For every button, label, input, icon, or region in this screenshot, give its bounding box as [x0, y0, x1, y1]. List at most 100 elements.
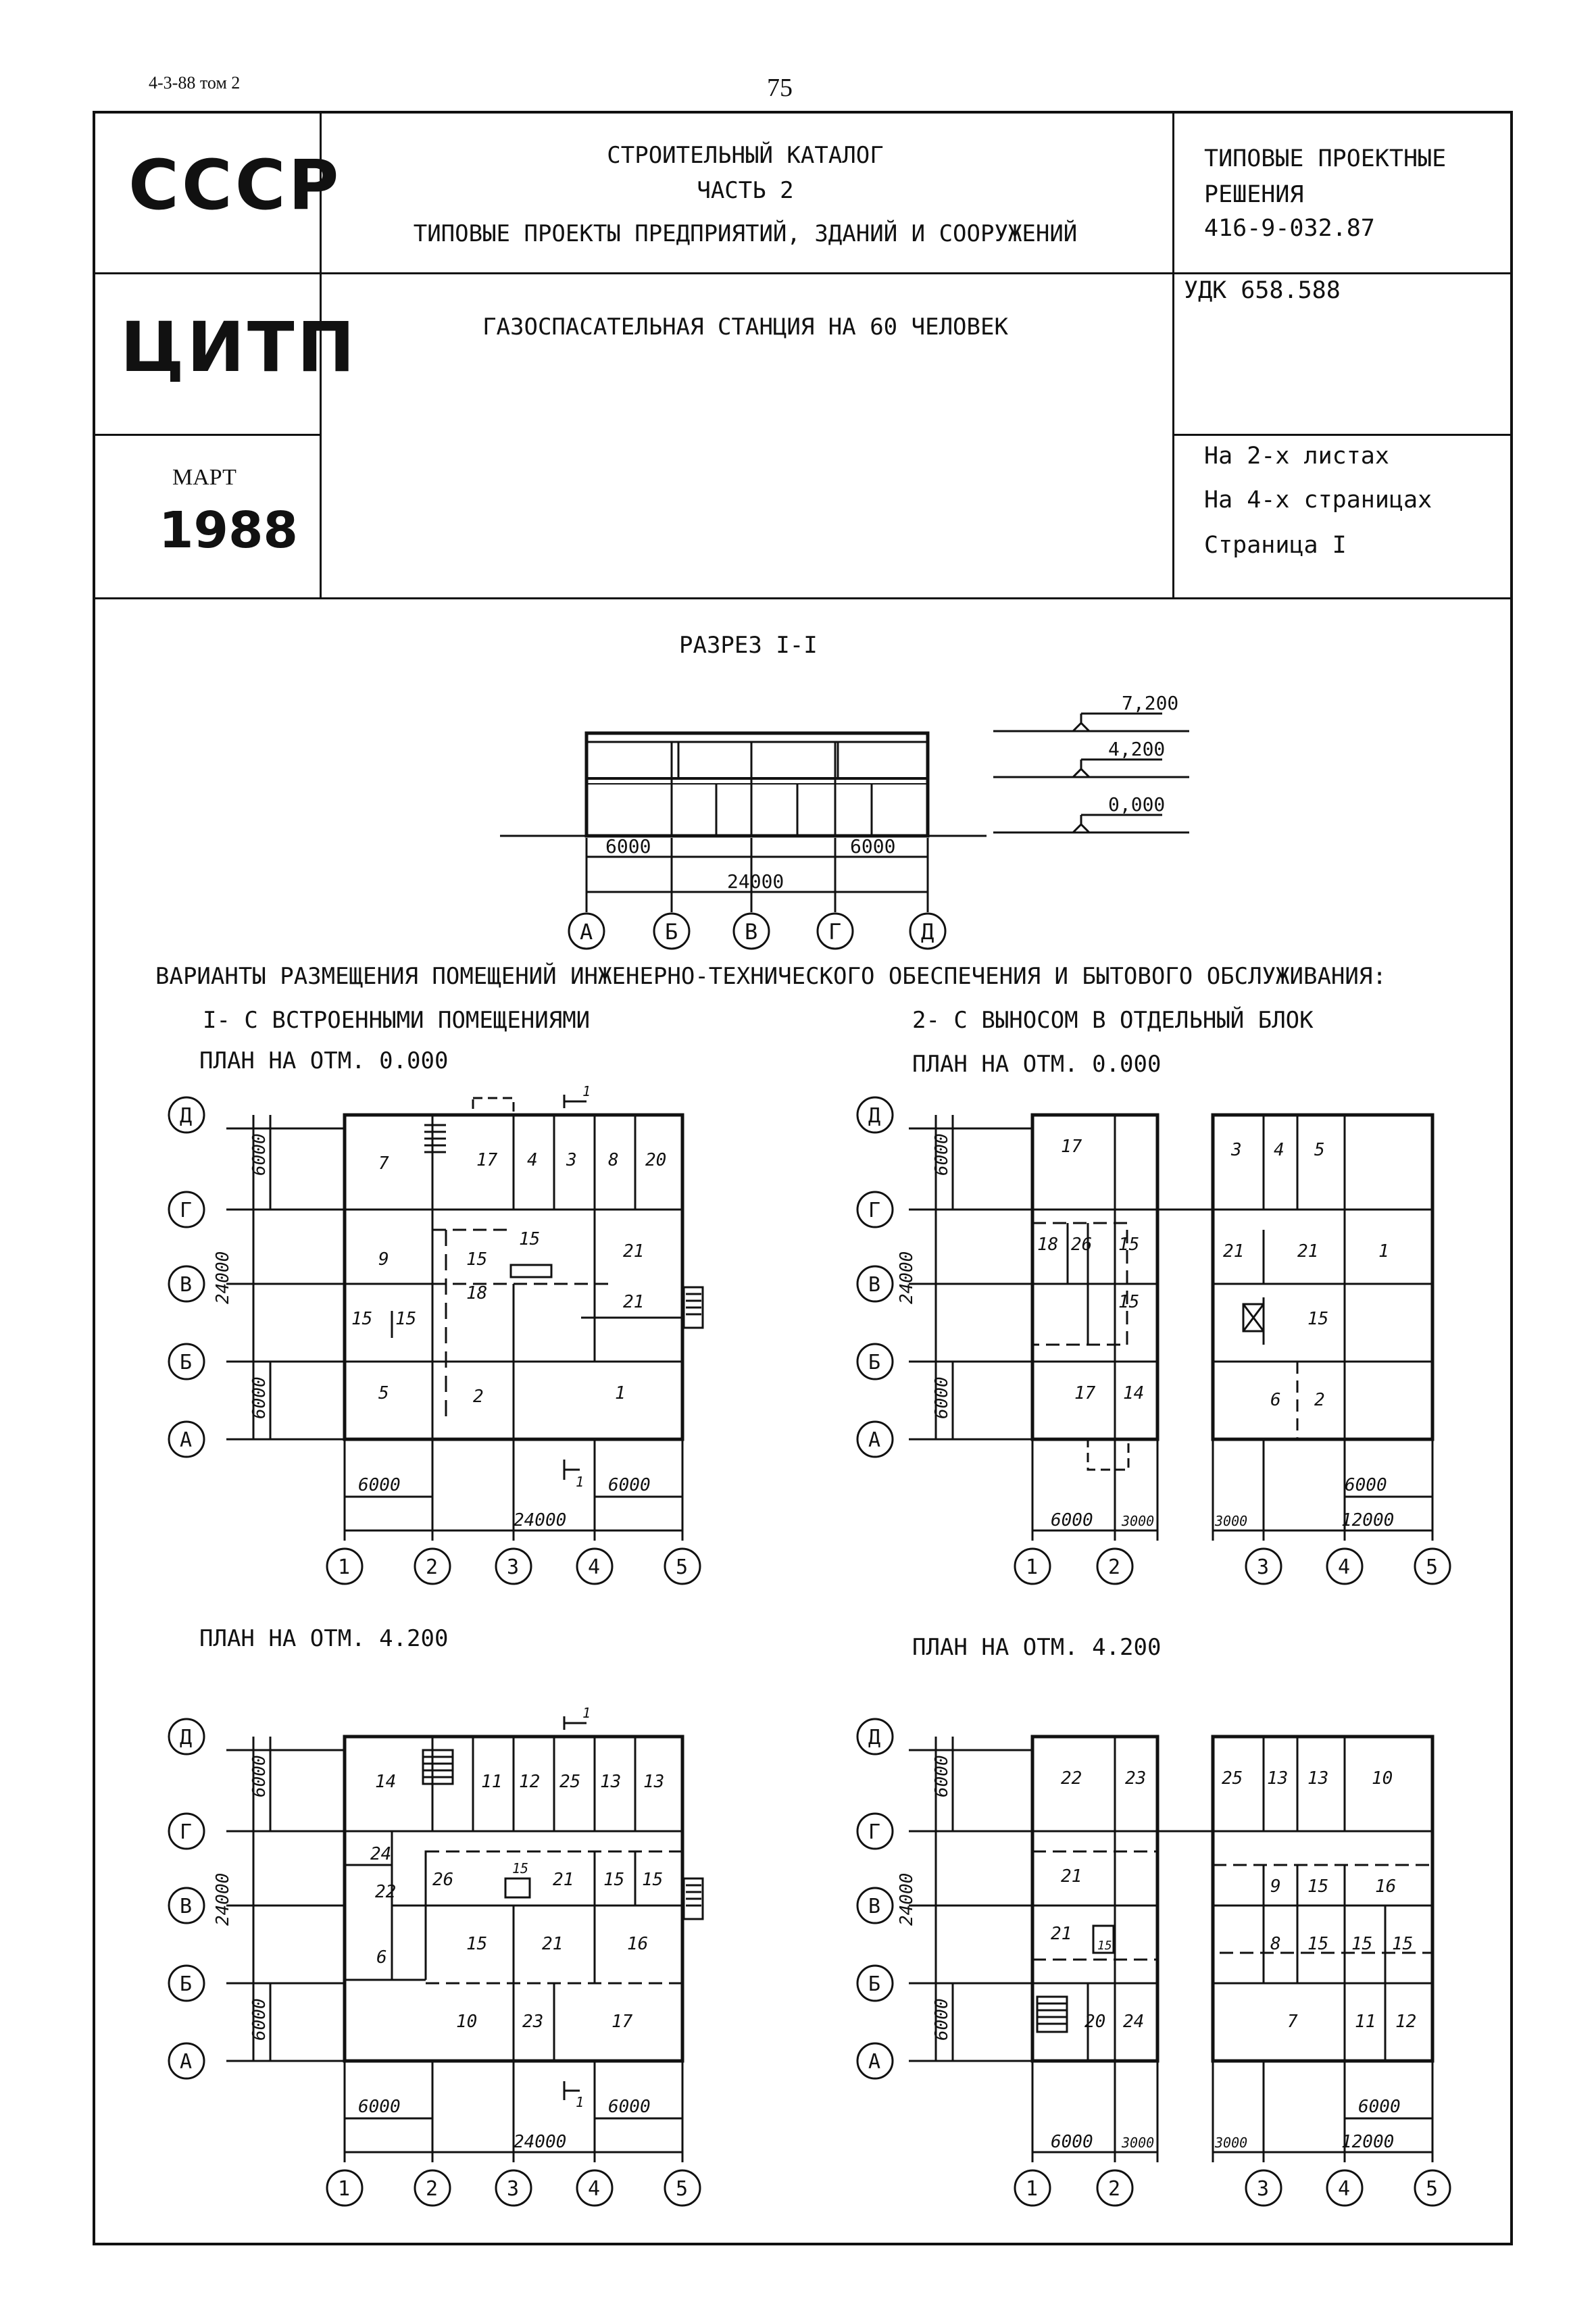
room-number: 24	[1123, 2012, 1144, 2032]
axis-label: В	[868, 1273, 880, 1297]
axis-label: 5	[1426, 2177, 1438, 2201]
solution-type-2: РЕШЕНИЯ	[1204, 181, 1304, 208]
room-number: 13	[600, 1772, 621, 1792]
room-number: 21	[1223, 1241, 1244, 1262]
room-number: 15	[395, 1309, 416, 1329]
plan-v2-level4200-title: ПЛАН НА ОТМ. 4.200	[912, 1634, 1162, 1661]
cut-mark: 1	[582, 1705, 591, 1721]
room-number: 6	[1270, 1390, 1281, 1410]
axis-label: Д	[180, 1104, 192, 1128]
room-number: 21	[623, 1241, 644, 1262]
axis-label: В	[745, 919, 757, 945]
plan-dim: 3000	[1121, 1513, 1154, 1529]
level-7200: 7,200	[1122, 692, 1178, 714]
plan-dim: 6000	[932, 1998, 952, 2041]
variant-2-title: 2- С ВЫНОСОМ В ОТДЕЛЬНЫЙ БЛОК	[912, 1007, 1314, 1034]
plan-dim: 24000	[514, 1510, 566, 1530]
room-number: 20	[1084, 2012, 1105, 2032]
room-number: 26	[1071, 1235, 1092, 1255]
axis-label: 2	[426, 1555, 438, 1579]
room-number: 18	[1037, 1235, 1058, 1255]
plan-dim: 24000	[213, 1873, 233, 1926]
axis-label: 1	[338, 2177, 350, 2201]
title-block-frame	[93, 111, 1513, 2245]
plan-variant1-level4200-axes: Д Г В Б А 1 2 3 4 5	[180, 1726, 688, 2201]
room-number: 17	[1061, 1137, 1082, 1157]
room-number: 12	[519, 1772, 540, 1792]
plan-dim: 3000	[1214, 2135, 1247, 2151]
room-number: 16	[1375, 1876, 1396, 1897]
room-number: 22	[375, 1882, 396, 1902]
axis-label: В	[180, 1895, 192, 1918]
room-number: 13	[1267, 1768, 1288, 1789]
divider	[95, 434, 320, 436]
room-number: 21	[553, 1870, 574, 1890]
axis-label: 2	[1108, 2177, 1120, 2201]
room-number: 7	[1287, 2012, 1298, 2032]
room-number: 22	[1061, 1768, 1082, 1789]
divider	[95, 272, 1512, 274]
cut-mark: 1	[582, 1083, 591, 1099]
catalog-line-1: СТРОИТЕЛЬНЫЙ КАТАЛОГ	[607, 142, 884, 169]
room-number: 1	[1378, 1241, 1389, 1262]
org-label: ЦИТП	[120, 307, 357, 388]
axis-label: Г	[828, 919, 841, 945]
axis-label: Д	[868, 1104, 880, 1128]
pages-count: На 4-х страницах	[1204, 487, 1432, 514]
axis-label: А	[868, 2050, 880, 2074]
axis-label: Г	[868, 1820, 880, 1844]
catalog-line-3: ТИПОВЫЕ ПРОЕКТЫ ПРЕДПРИЯТИЙ, ЗДАНИЙ И СО…	[413, 220, 1078, 247]
axis-label: Д	[180, 1726, 192, 1749]
room-number: 15	[1307, 1934, 1328, 1954]
axis-label: 3	[1257, 2177, 1269, 2201]
section-dim-6000-right: 6000	[850, 835, 895, 857]
room-number: 15	[466, 1934, 487, 1954]
plan-variant1-level0-axes: Д Г В Б А 1 2 3 4 5	[180, 1104, 688, 1579]
solution-type: ТИПОВЫЕ ПРОЕКТНЫЕ	[1204, 145, 1447, 172]
plan-dim: 6000	[608, 1475, 651, 1495]
axis-label: Б	[868, 1351, 880, 1374]
axis-label: 4	[588, 2177, 600, 2201]
plan-variant2-level0	[856, 1096, 1451, 1585]
current-page: Страница I	[1204, 532, 1347, 559]
country-label: СССР	[128, 145, 342, 226]
year-label: 1988	[159, 501, 298, 559]
room-number: 15	[1118, 1292, 1139, 1312]
room-number: 15	[1307, 1309, 1328, 1329]
sheets-count: На 2-х листах	[1204, 443, 1389, 470]
axis-label: А	[180, 1428, 192, 1452]
room-number: 12	[1395, 2012, 1416, 2032]
axis-label: Б	[665, 919, 678, 945]
axis-label: 5	[676, 1555, 688, 1579]
axis-label: 4	[1338, 2177, 1350, 2201]
room-number: 2	[473, 1387, 484, 1407]
catalog-line-2: ЧАСТЬ 2	[697, 177, 794, 204]
plan-dim: 6000	[932, 1376, 952, 1419]
room-number: 15	[1097, 1939, 1112, 1953]
axis-label: Д	[868, 1726, 880, 1749]
room-number: 9	[378, 1249, 389, 1270]
udk-code: УДК 658.588	[1184, 277, 1341, 304]
axis-label: А	[180, 2050, 192, 2074]
axis-label: 1	[1026, 2177, 1038, 2201]
room-number: 21	[542, 1934, 563, 1954]
axis-label: 4	[588, 1555, 600, 1579]
plan-dim: 6000	[249, 1755, 270, 1797]
room-number: 15	[512, 1860, 528, 1876]
plan-dim: 6000	[1358, 2097, 1401, 2117]
room-number: 13	[643, 1772, 664, 1792]
room-number: 14	[1123, 1383, 1144, 1403]
cut-mark: 1	[576, 1474, 584, 1490]
room-number: 25	[559, 1772, 580, 1792]
plan-dim: 24000	[897, 1251, 917, 1304]
room-number: 3	[566, 1150, 577, 1170]
plan-dim: 24000	[213, 1251, 233, 1304]
project-number: 416-9-032.87	[1204, 215, 1375, 242]
room-number: 15	[603, 1870, 624, 1890]
section-dim-24000: 24000	[727, 870, 784, 893]
section-labels: 7,200 4,200 0,000 6000 6000 24000 А Б В …	[580, 692, 1178, 945]
room-number: 20	[645, 1150, 666, 1170]
divider	[1172, 434, 1512, 436]
axis-label: 5	[1426, 1555, 1438, 1579]
